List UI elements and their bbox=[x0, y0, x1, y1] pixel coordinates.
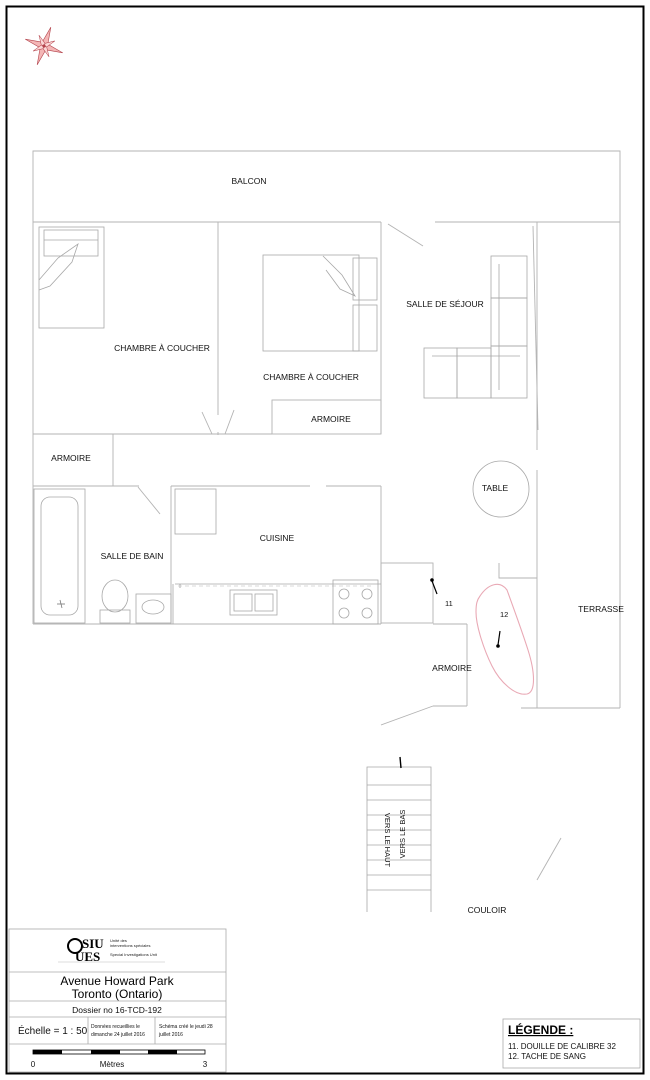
sink-icon bbox=[135, 593, 172, 624]
sofa-icon bbox=[423, 255, 528, 399]
scale-label: Échelle = 1 : 50 bbox=[18, 1024, 88, 1037]
svg-text:Unité des: Unité des bbox=[110, 938, 127, 943]
compass-rose-icon bbox=[25, 27, 63, 65]
dossier-number: Dossier no 16-TCD-192 bbox=[72, 1005, 162, 1015]
walls bbox=[32, 150, 621, 881]
furniture bbox=[33, 226, 530, 912]
arrow-icon bbox=[399, 756, 402, 769]
toilet-icon bbox=[99, 579, 131, 624]
svg-text:Special Investigations Unit: Special Investigations Unit bbox=[110, 952, 158, 957]
svg-text:interventions spéciales: interventions spéciales bbox=[110, 943, 150, 948]
svg-text:11: 11 bbox=[445, 599, 453, 608]
page-frame bbox=[5, 5, 645, 1075]
fridge-icon bbox=[174, 488, 217, 535]
data-collected-line-2: dimanche 24 juillet 2016 bbox=[91, 1032, 145, 1038]
label-chambre-2: CHAMBRE À COUCHER bbox=[263, 372, 359, 382]
bed-icon bbox=[262, 254, 378, 352]
label-balcon: BALCON bbox=[232, 176, 267, 186]
scale-bar: 0 Mètres 3 bbox=[31, 1049, 208, 1069]
room-labels: BALCON CHAMBRE À COUCHER CHAMBRE À COUCH… bbox=[51, 176, 624, 915]
bed-icon bbox=[38, 226, 105, 329]
label-armoire-gauche: ARMOIRE bbox=[51, 453, 91, 463]
stove-icon bbox=[332, 579, 379, 625]
label-salle-sejour: SALLE DE SÉJOUR bbox=[406, 299, 483, 309]
evidence-marker-12: 12 bbox=[496, 610, 508, 648]
evidence-marker-11: 11 bbox=[430, 578, 453, 608]
label-couloir: COULOIR bbox=[468, 905, 507, 915]
legend-title: LÉGENDE : bbox=[508, 1022, 573, 1037]
legend-item-12: 12. TACHE DE SANG bbox=[508, 1052, 586, 1061]
stairs-up-label: VERS LE HAUT bbox=[383, 813, 392, 868]
bathtub-icon bbox=[33, 488, 86, 624]
label-chambre-1: CHAMBRE À COUCHER bbox=[114, 343, 210, 353]
svg-text:SIU: SIU bbox=[82, 936, 104, 951]
label-armoire-chambre: ARMOIRE bbox=[311, 414, 351, 424]
svg-text:UES: UES bbox=[75, 949, 100, 964]
diagram-created-line-1: Schéma créé le jeudi 28 bbox=[159, 1024, 213, 1030]
label-armoire-entree: ARMOIRE bbox=[432, 663, 472, 673]
title-block: SIU UES Unité des interventions spéciale… bbox=[8, 928, 227, 1073]
label-cuisine: CUISINE bbox=[260, 533, 295, 543]
stairs-icon bbox=[366, 766, 432, 912]
label-table: TABLE bbox=[482, 483, 509, 493]
svg-text:Mètres: Mètres bbox=[100, 1060, 124, 1069]
round-table-icon bbox=[472, 460, 530, 518]
blood-stain-icon bbox=[475, 583, 535, 695]
legend: LÉGENDE : 11. DOUILLE DE CALIBRE 32 12. … bbox=[502, 1018, 641, 1069]
svg-text:0: 0 bbox=[31, 1060, 36, 1069]
legend-item-11: 11. DOUILLE DE CALIBRE 32 bbox=[508, 1042, 616, 1051]
label-terrasse: TERRASSE bbox=[578, 604, 624, 614]
siu-logo: SIU UES Unité des interventions spéciale… bbox=[58, 936, 165, 964]
svg-text:12: 12 bbox=[500, 610, 508, 619]
svg-text:3: 3 bbox=[203, 1060, 208, 1069]
kitchen-sink-icon bbox=[229, 589, 278, 616]
diagram-created-line-2: juillet 2016 bbox=[158, 1032, 183, 1038]
label-salle-bain: SALLE DE BAIN bbox=[101, 551, 164, 561]
stairs-down-label: VERS LE BAS bbox=[398, 810, 407, 859]
address-line-2: Toronto (Ontario) bbox=[72, 987, 163, 1001]
data-collected-line-1: Données recueillies le bbox=[91, 1024, 140, 1030]
address-line-1: Avenue Howard Park bbox=[60, 974, 174, 988]
